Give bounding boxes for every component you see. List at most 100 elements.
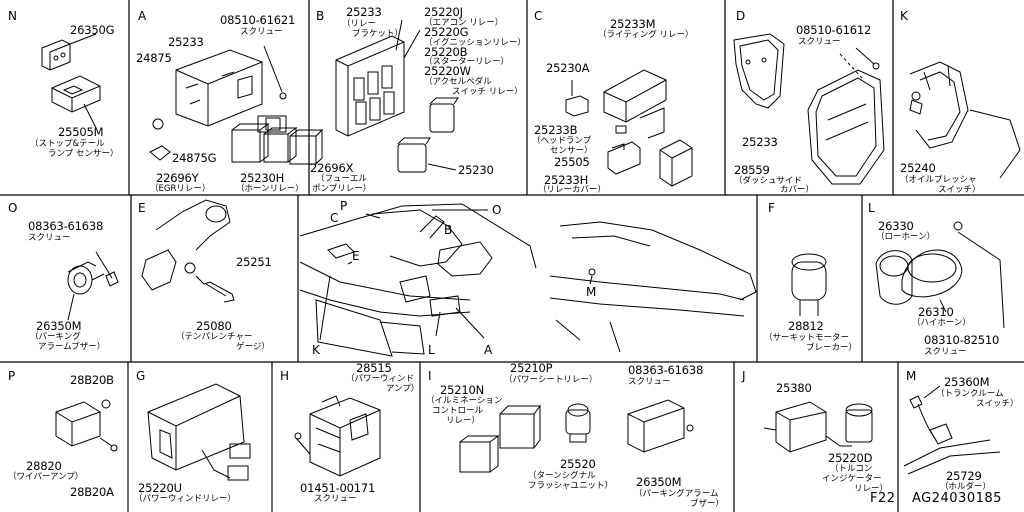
- sender-e-drawing: [142, 200, 234, 302]
- part-number: 25520: [560, 457, 596, 471]
- part-caption: スイッチ）: [938, 185, 981, 195]
- location-label: P: [340, 199, 348, 213]
- part-number: 25360M: [944, 375, 990, 389]
- part-number: 25230H: [240, 171, 285, 185]
- buzzer-o-drawing: [68, 252, 118, 320]
- section-letter: K: [900, 9, 908, 23]
- section-letter: L: [868, 201, 875, 215]
- part-caption: （トランクルーム: [936, 389, 1004, 399]
- part-number: 25233M: [610, 17, 656, 31]
- part-caption: （リレー: [342, 19, 377, 29]
- part-caption: （ワイパーアンプ）: [8, 472, 84, 482]
- part-caption: リレー）: [854, 484, 889, 494]
- part-caption: アンプ）: [386, 384, 420, 394]
- part-number: 26350G: [70, 23, 115, 37]
- location-label: O: [492, 203, 502, 217]
- part-number: 25080: [196, 319, 232, 333]
- part-number: 25220G: [424, 25, 469, 39]
- switch-m-drawing: [904, 386, 1000, 474]
- relays-b-drawing: [336, 20, 458, 172]
- part-number: 28B20A: [70, 485, 114, 499]
- part-caption: （テンパレンチャー: [176, 332, 253, 342]
- part-caption: （パーキングアラーム: [634, 489, 719, 499]
- part-caption: ポンプリレー）: [312, 184, 372, 194]
- part-number: 25233H: [544, 173, 589, 187]
- section-letter: N: [8, 9, 17, 23]
- part-caption: ブレーカー）: [806, 343, 858, 353]
- part-caption: スクリュー: [28, 233, 71, 243]
- part-caption: スクリュー: [924, 347, 967, 357]
- part-caption: （イルミネーション: [426, 396, 503, 406]
- location-label: A: [484, 343, 493, 357]
- section-letter: M: [906, 369, 917, 383]
- part-caption: （パワーウィンド: [346, 374, 415, 384]
- part-number: 25233: [168, 35, 204, 49]
- part-caption: （トルコン: [830, 464, 873, 474]
- horns-l-drawing: [876, 222, 1004, 328]
- part-number: 08510-61612: [796, 23, 872, 37]
- diagram-id: AG24030185: [912, 491, 1002, 506]
- part-caption: スクリュー: [798, 37, 841, 47]
- relays-a-drawing: [150, 46, 322, 164]
- part-caption: センサー）: [550, 146, 593, 156]
- part-number: 25233: [742, 135, 778, 149]
- part-number: 28812: [788, 319, 824, 333]
- part-caption: （フューエル: [316, 174, 368, 184]
- part-caption: （ヘッドランプ: [532, 136, 592, 146]
- part-number: 22696X: [310, 161, 354, 175]
- part-number: 25220J: [424, 5, 463, 19]
- part-number: 25230A: [546, 61, 590, 75]
- part-number: 26350M: [636, 475, 682, 489]
- part-number: 25220W: [424, 64, 471, 78]
- part-number: 26330: [878, 219, 914, 233]
- part-number: 28B20B: [70, 373, 114, 387]
- location-label: C: [330, 211, 339, 225]
- part-caption: （オイルプレッシャ: [900, 175, 977, 185]
- part-caption: （EGRリレー）: [150, 184, 211, 194]
- section-letter: B: [316, 9, 325, 23]
- part-number: 25220D: [828, 451, 873, 465]
- location-label: M: [586, 285, 597, 299]
- section-letter: A: [138, 9, 147, 23]
- relays-i-drawing: [460, 400, 693, 472]
- part-caption: （ストップ&テール: [30, 139, 105, 149]
- part-caption: スクリュー: [314, 494, 357, 504]
- part-caption: （ターンシグナル: [528, 471, 596, 481]
- part-number: 28515: [356, 361, 392, 375]
- part-caption: ブラケット）: [352, 29, 404, 39]
- part-number: 08363-61638: [628, 363, 704, 377]
- part-number: 25233B: [534, 123, 578, 137]
- part-caption: フラッシャユニット）: [528, 481, 614, 491]
- part-number: 28820: [26, 459, 62, 473]
- part-caption: （アクセルペダル: [424, 77, 492, 87]
- part-caption: （ホーンリレー）: [236, 184, 304, 194]
- part-caption: ブザー）: [690, 499, 725, 509]
- part-number: 26310: [918, 305, 954, 319]
- location-label: L: [428, 343, 435, 357]
- part-caption: アラームブザー）: [38, 342, 106, 352]
- section-letter: J: [742, 369, 746, 383]
- relays-c-drawing: [566, 70, 692, 186]
- part-number: 22696Y: [156, 171, 199, 185]
- section-letter: P: [8, 369, 16, 383]
- section-letter: F: [768, 201, 775, 215]
- amp-p-drawing: [56, 400, 117, 451]
- part-caption: スクリュー: [628, 377, 671, 387]
- part-caption: （リレーカバー）: [538, 185, 607, 195]
- part-caption: （ホルダー）: [940, 482, 992, 492]
- part-number: 25505: [554, 155, 590, 169]
- part-number: 25210P: [510, 361, 553, 375]
- part-caption: （サーキットモーター: [764, 333, 850, 343]
- car-body-drawing: [300, 204, 756, 356]
- part-caption: （ハイホーン）: [912, 318, 971, 328]
- part-caption: インジケーター: [822, 474, 882, 484]
- part-caption: スイッチ）: [976, 399, 1019, 409]
- section-letter: D: [736, 9, 746, 23]
- part-number: 25230: [458, 163, 494, 177]
- part-number: 24875: [136, 51, 172, 65]
- part-caption: （パワーウィンドリレー）: [134, 494, 237, 504]
- part-number: 25380: [776, 381, 812, 395]
- part-caption: スイッチ リレー）: [452, 87, 523, 97]
